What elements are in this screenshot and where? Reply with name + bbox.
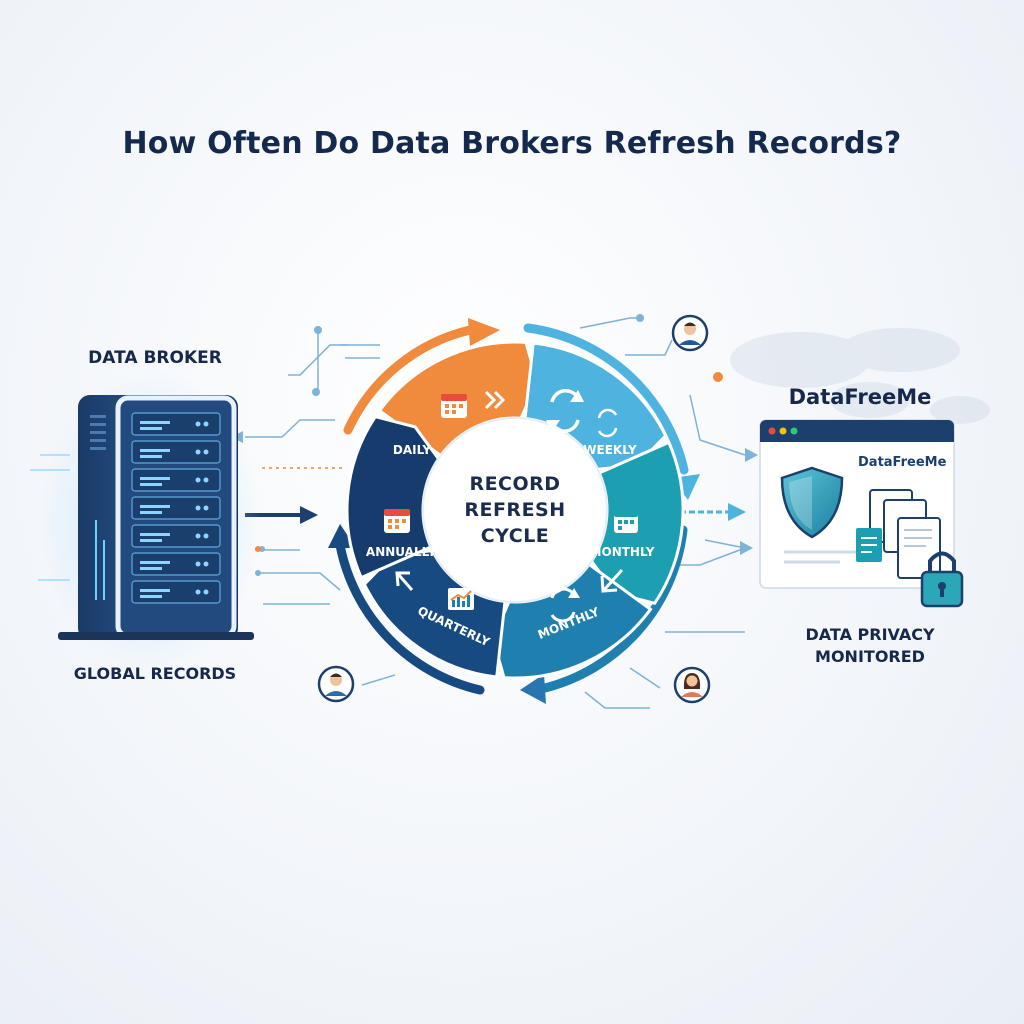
calendar-icon xyxy=(441,394,467,418)
segment-label-weekly: WEEKLY xyxy=(583,443,637,457)
refresh-icon xyxy=(546,389,584,433)
privacy-status: DATA PRIVACY MONITORED xyxy=(770,624,970,668)
refresh-icon xyxy=(550,587,580,623)
server-glow-bars xyxy=(30,454,70,581)
segment-label-monthly-1: MONTHLY xyxy=(590,545,655,559)
page-title: How Often Do Data Brokers Refresh Record… xyxy=(122,126,902,161)
global-records-label: GLOBAL RECORDS xyxy=(73,664,237,683)
brand-name: DataFreeMe xyxy=(788,385,932,409)
lock-icon xyxy=(920,551,964,608)
refresh-icon xyxy=(597,408,618,438)
server-rack-icon xyxy=(40,370,260,670)
center-label-line-2: REFRESH xyxy=(464,499,565,521)
circuit-lines xyxy=(245,317,746,709)
privacy-status-line-1: DATA PRIVACY xyxy=(805,625,935,644)
document-icon xyxy=(856,528,882,562)
map-location-marker xyxy=(713,372,723,382)
world-map-decoration xyxy=(730,328,990,424)
fast-forward-icon xyxy=(484,390,506,410)
shield-icon xyxy=(780,466,844,539)
center-label-line-3: CYCLE xyxy=(481,525,550,547)
window-title: DataFreeMe xyxy=(858,455,947,470)
data-broker-label: DATA BROKER xyxy=(88,348,222,368)
cycle-center xyxy=(422,417,608,603)
privacy-app-window xyxy=(759,419,964,608)
calendar-icon xyxy=(384,509,410,533)
segment-label-daily: DAILY xyxy=(393,443,431,457)
avatar xyxy=(317,665,355,703)
calendar-icon xyxy=(614,511,638,533)
center-label-line-1: RECORD xyxy=(469,473,560,495)
arrow-up-left-icon xyxy=(395,571,414,591)
segment-label-annually: ANNUALLY xyxy=(366,545,436,559)
avatar xyxy=(673,666,711,704)
avatar xyxy=(671,314,709,352)
privacy-status-line-2: MONITORED xyxy=(815,647,925,666)
outer-cycle-arrows xyxy=(335,323,689,695)
arrow-down-left-icon xyxy=(600,568,624,593)
chart-icon xyxy=(448,588,474,610)
